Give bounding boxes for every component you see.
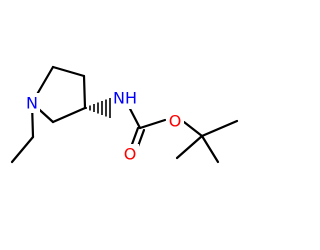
bond-ring-c2-c3	[51, 65, 86, 78]
atom-n-ring: N	[24, 93, 40, 113]
bond-ring-c3-c4	[82, 74, 87, 110]
bond-tbu-methyl-3	[175, 134, 204, 160]
atom-nh: NH	[112, 89, 138, 109]
atom-label-o-ester: O	[169, 112, 182, 131]
bond-ring-c4-c5	[51, 106, 87, 124]
atom-o-carbonyl: O	[121, 144, 139, 164]
atom-label-o-carbonyl: O	[124, 145, 137, 164]
atom-o-ester: O	[166, 112, 184, 132]
bond-ethyl-ch2-ch3	[10, 135, 35, 164]
stereo-hashed-wedge	[85, 98, 111, 118]
bond-o-ester-tbu-c	[182, 120, 204, 138]
bond-carbonyl-double-1	[129, 126, 140, 149]
bond-carbonyl-c-o-ester	[138, 118, 167, 130]
atom-label-n-ring: N	[26, 94, 38, 113]
atom-label-nh: NH	[113, 89, 137, 108]
molecule-structure: N NH O O	[10, 65, 239, 164]
bond-tbu-methyl-1	[200, 119, 239, 138]
bond-tbu-methyl-2	[200, 134, 220, 164]
structure-canvas: N NH O O	[10, 65, 239, 164]
